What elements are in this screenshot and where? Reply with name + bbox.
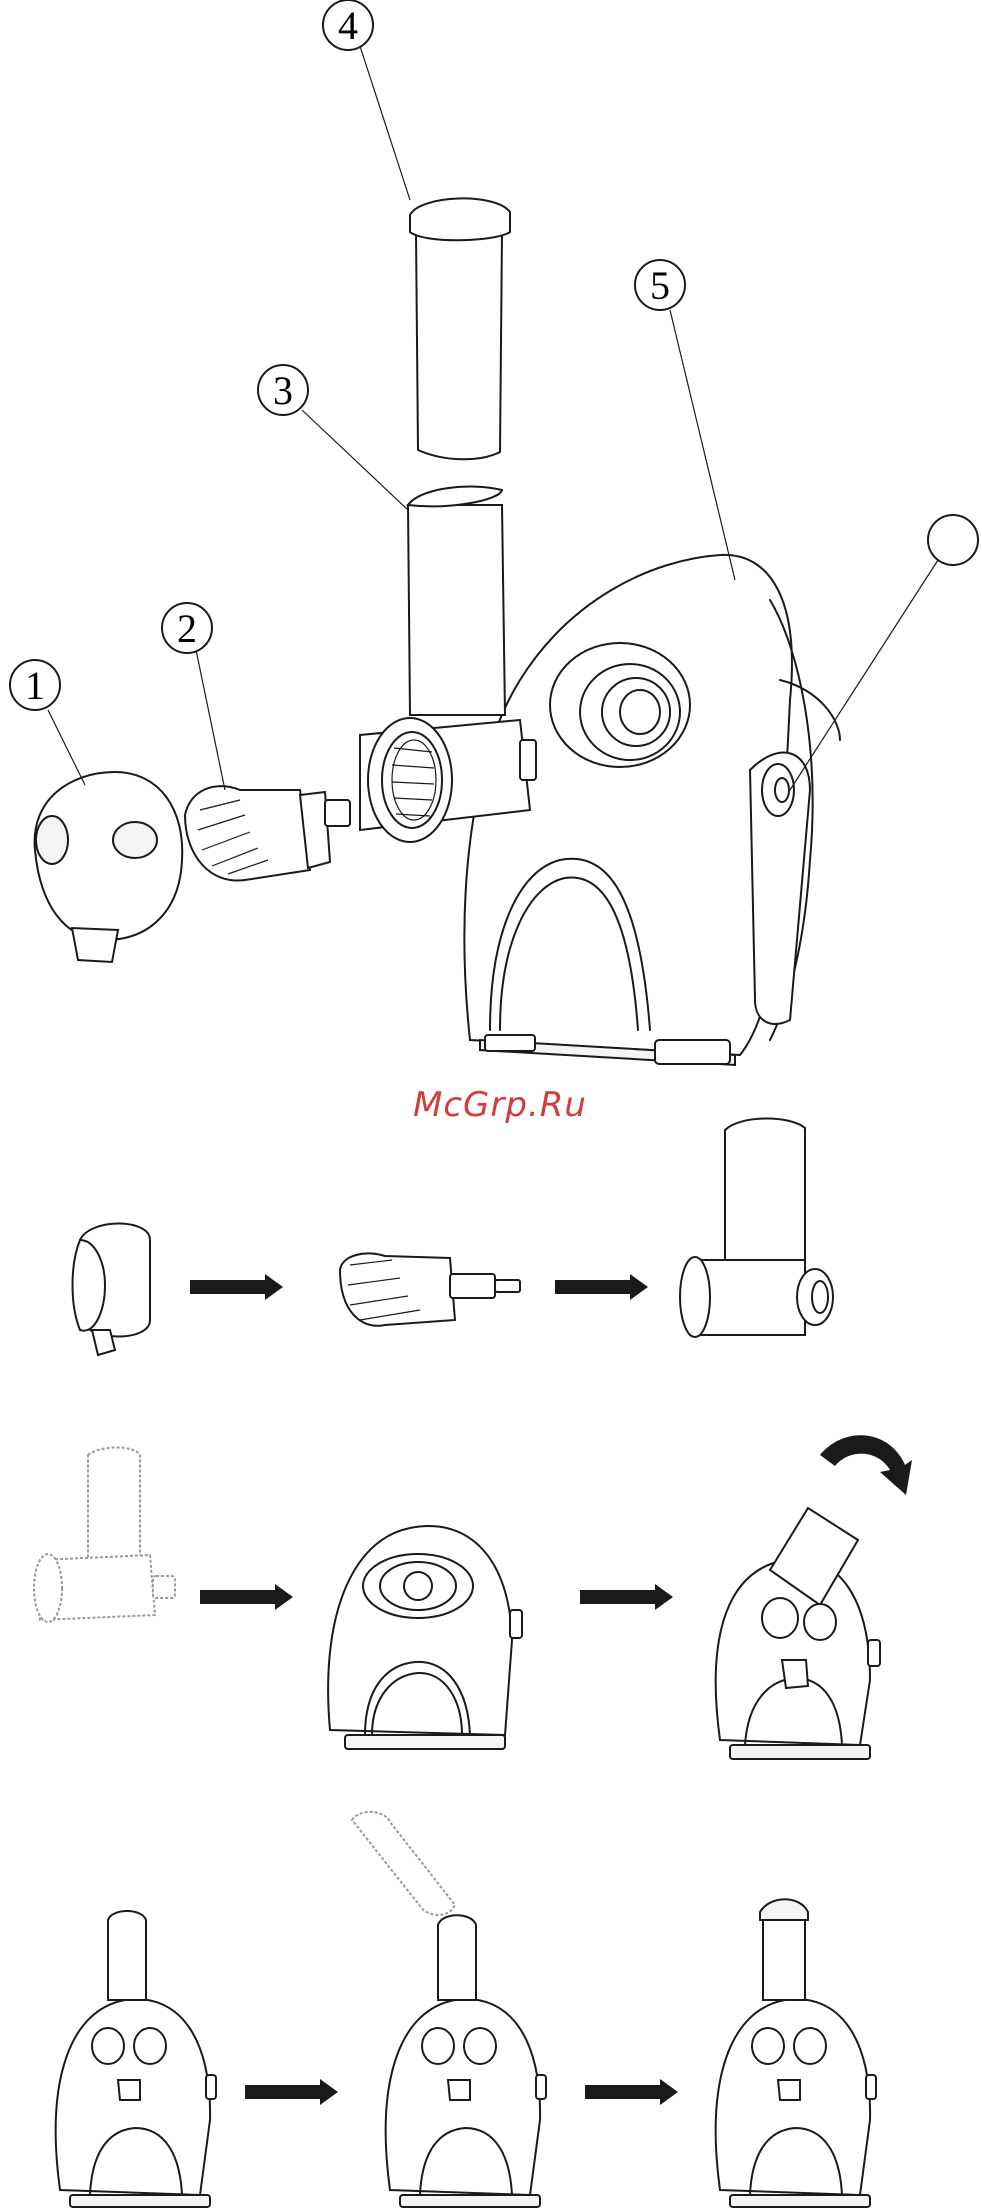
rotate-arrow-icon (820, 1435, 912, 1495)
step-3-insert-pusher (352, 1812, 546, 2207)
food-pusher (410, 198, 510, 459)
callout-4: 4 (323, 0, 373, 50)
arrow-right (555, 1274, 648, 1300)
arrow-right (200, 1584, 293, 1610)
step-2-rotate (716, 1435, 912, 1759)
step-row-3 (56, 1812, 876, 2207)
step-row-1 (73, 1118, 834, 1355)
watermark-text: McGrp.Ru (380, 1085, 620, 1125)
grater-drum (185, 786, 350, 880)
callout-1-label: 1 (25, 663, 45, 708)
callout-5-label: 5 (650, 263, 670, 308)
step-1-chute (680, 1118, 833, 1337)
callout-3: 3 (258, 365, 308, 415)
exploded-view (35, 40, 938, 1065)
callout-2-label: 2 (177, 606, 197, 651)
arrow-right (245, 2079, 338, 2105)
arrow-right (580, 1584, 673, 1610)
callout-2: 2 (162, 603, 212, 653)
callout-1: 1 (10, 660, 60, 710)
step-row-2 (34, 1435, 912, 1759)
arrow-right (190, 1274, 283, 1300)
arrow-right (585, 2079, 678, 2105)
step-3-assembled (56, 1911, 216, 2207)
step-2-housing (328, 1526, 522, 1749)
feed-chute (360, 486, 536, 842)
callout-6 (928, 515, 978, 565)
step-1-cap (73, 1224, 151, 1356)
step-3-final (716, 1899, 876, 2207)
callout-3-label: 3 (273, 368, 293, 413)
front-cap (35, 772, 183, 962)
step-2-chute-faded (34, 1448, 175, 1623)
callout-4-label: 4 (338, 3, 358, 48)
callout-5: 5 (635, 260, 685, 310)
step-1-drum (340, 1254, 520, 1326)
